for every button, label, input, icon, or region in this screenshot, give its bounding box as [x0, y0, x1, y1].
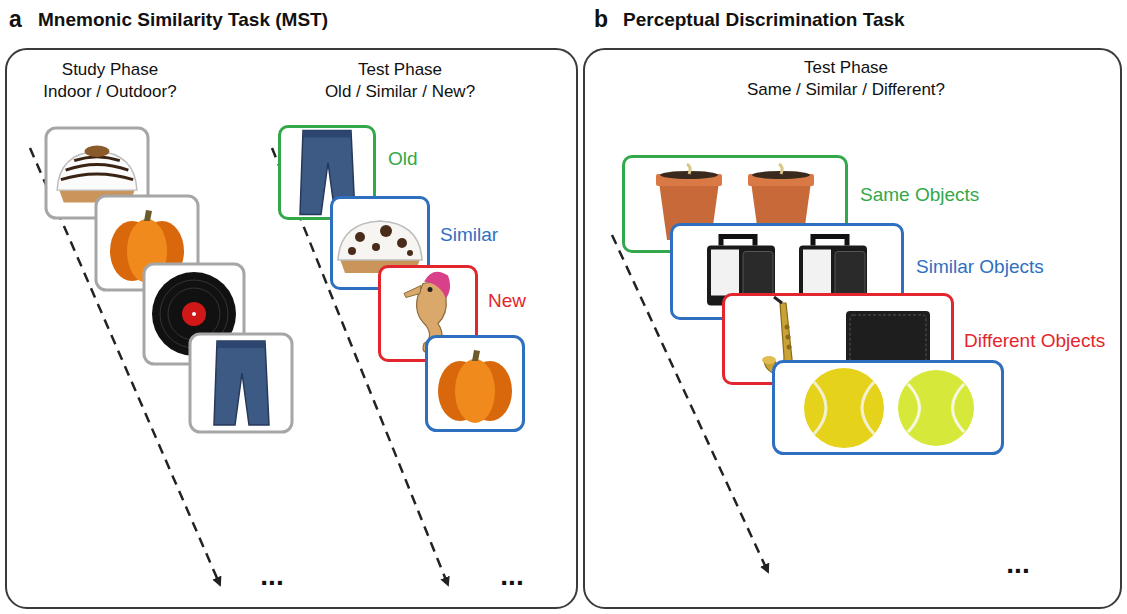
ellipsis: ...	[1006, 548, 1029, 580]
task-panel: aMnemonic Similarity Task (MST)OldSimila…	[5, 48, 578, 609]
panel-title: Mnemonic Similarity Task (MST)	[38, 9, 328, 31]
study-images	[46, 128, 292, 432]
ellipsis: ...	[260, 560, 283, 592]
study-images-part	[214, 341, 269, 425]
response-label: Same Objects	[860, 184, 979, 206]
sax-wallet-picture-part	[846, 311, 930, 367]
phase-label: Study Phase	[62, 60, 158, 80]
pumpkin-test-box-part	[427, 337, 524, 431]
phase-question: Indoor / Outdoor?	[43, 82, 176, 102]
study-images-part	[57, 146, 137, 203]
tennis-test-box-part	[774, 362, 1003, 454]
tennis-test-box	[772, 360, 1004, 455]
phase-question: Same / Similar / Different?	[747, 80, 945, 100]
panel-letter: a	[9, 6, 22, 32]
response-label: Similar	[440, 224, 498, 246]
tennis-test-box-part	[804, 368, 884, 448]
study-images-part	[190, 334, 292, 432]
response-label: New	[488, 290, 526, 312]
panel-letter: b	[594, 6, 608, 32]
response-label: Old	[388, 148, 418, 170]
response-label: Similar Objects	[916, 256, 1044, 278]
task-panel: bPerceptual Discrimination TaskSame Obje…	[583, 48, 1122, 609]
tennis-test-box-part	[898, 370, 974, 446]
phase-question: Old / Similar / New?	[325, 82, 475, 102]
phase-label: Test Phase	[358, 60, 442, 80]
pumpkin-test-box	[425, 335, 525, 432]
ellipsis: ...	[500, 560, 523, 592]
phase-label: Test Phase	[804, 58, 888, 78]
panel-title: Perceptual Discrimination Task	[623, 9, 905, 31]
response-label: Different Objects	[964, 330, 1105, 352]
pumpkin-test-box-part	[438, 350, 512, 423]
